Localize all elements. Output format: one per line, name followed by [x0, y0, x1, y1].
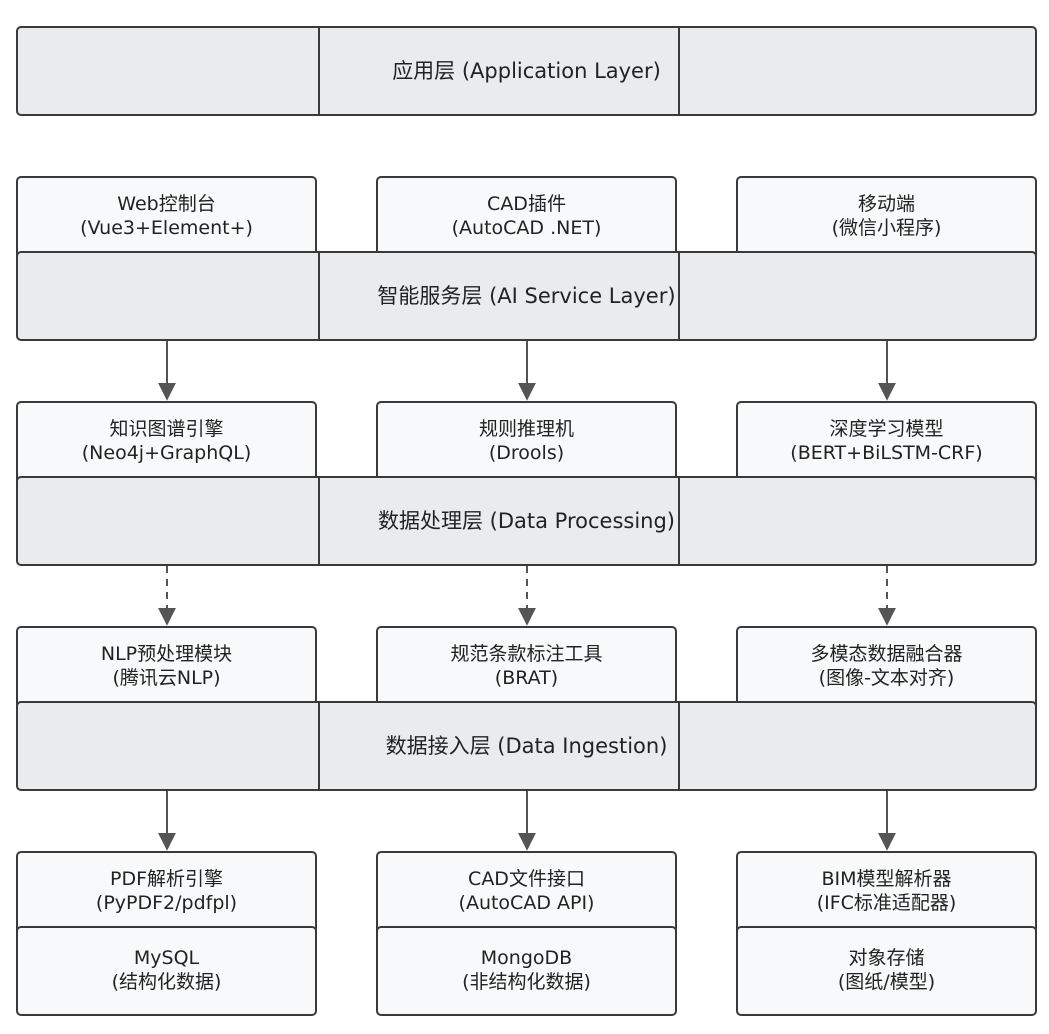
- component-detail: (AutoCAD .NET): [451, 217, 602, 239]
- object-storage-box: 对象存储 (图纸/模型): [736, 926, 1037, 1016]
- component-detail: (Neo4j+GraphQL): [81, 442, 252, 464]
- component-detail: (IFC标准适配器): [816, 892, 957, 914]
- component-detail: (BERT+BiLSTM-CRF): [790, 442, 983, 464]
- component-name: 知识图谱引擎: [109, 418, 224, 441]
- data-processing-layer-label: 数据处理层 (Data Processing): [377, 508, 675, 533]
- application-layer: 应用层 (Application Layer): [16, 26, 1037, 116]
- data-ingestion-layer: 数据接入层 (Data Ingestion): [16, 701, 1037, 791]
- layer-divider: [318, 703, 320, 789]
- component-detail: (BRAT): [494, 667, 559, 689]
- component-name: 规范条款标注工具: [450, 643, 603, 666]
- ai-service-layer: 智能服务层 (AI Service Layer): [16, 251, 1037, 341]
- component-detail: (图像-文本对齐): [818, 667, 955, 689]
- component-detail: (AutoCAD API): [458, 892, 595, 914]
- data-ingestion-layer-label: 数据接入层 (Data Ingestion): [385, 733, 668, 758]
- component-detail: (Drools): [488, 442, 565, 464]
- storage-name: MySQL: [133, 947, 200, 970]
- mongodb-box: MongoDB (非结构化数据): [376, 926, 677, 1016]
- component-detail: (微信小程序): [831, 217, 942, 239]
- data-processing-layer: 数据处理层 (Data Processing): [16, 476, 1037, 566]
- storage-detail: (结构化数据): [111, 971, 222, 993]
- component-name: 深度学习模型: [829, 418, 944, 441]
- component-name: NLP预处理模块: [100, 643, 233, 666]
- mysql-box: MySQL (结构化数据): [16, 926, 317, 1016]
- application-layer-label: 应用层 (Application Layer): [392, 58, 661, 83]
- layer-divider: [318, 478, 320, 564]
- layer-divider: [678, 253, 680, 339]
- component-detail: (Vue3+Element+): [80, 217, 253, 239]
- component-name: 多模态数据融合器: [810, 643, 963, 666]
- component-name: 规则推理机: [478, 418, 574, 441]
- component-name: 移动端: [857, 193, 915, 216]
- storage-detail: (非结构化数据): [462, 971, 591, 993]
- component-name: CAD文件接口: [468, 868, 585, 891]
- component-detail: (PyPDF2/pdfpl): [95, 892, 238, 914]
- layer-divider: [318, 253, 320, 339]
- ai-service-layer-label: 智能服务层 (AI Service Layer): [377, 283, 676, 308]
- storage-name: MongoDB: [480, 947, 573, 970]
- layer-divider: [678, 703, 680, 789]
- layer-divider: [318, 28, 320, 114]
- component-name: CAD插件: [487, 193, 566, 216]
- component-name: BIM模型解析器: [821, 868, 952, 891]
- layer-divider: [678, 28, 680, 114]
- storage-detail: (图纸/模型): [837, 971, 936, 993]
- layer-divider: [678, 478, 680, 564]
- storage-name: 对象存储: [848, 947, 925, 970]
- component-detail: (腾讯云NLP): [112, 667, 221, 689]
- component-name: PDF解析引擎: [109, 868, 224, 891]
- component-name: Web控制台: [117, 193, 216, 216]
